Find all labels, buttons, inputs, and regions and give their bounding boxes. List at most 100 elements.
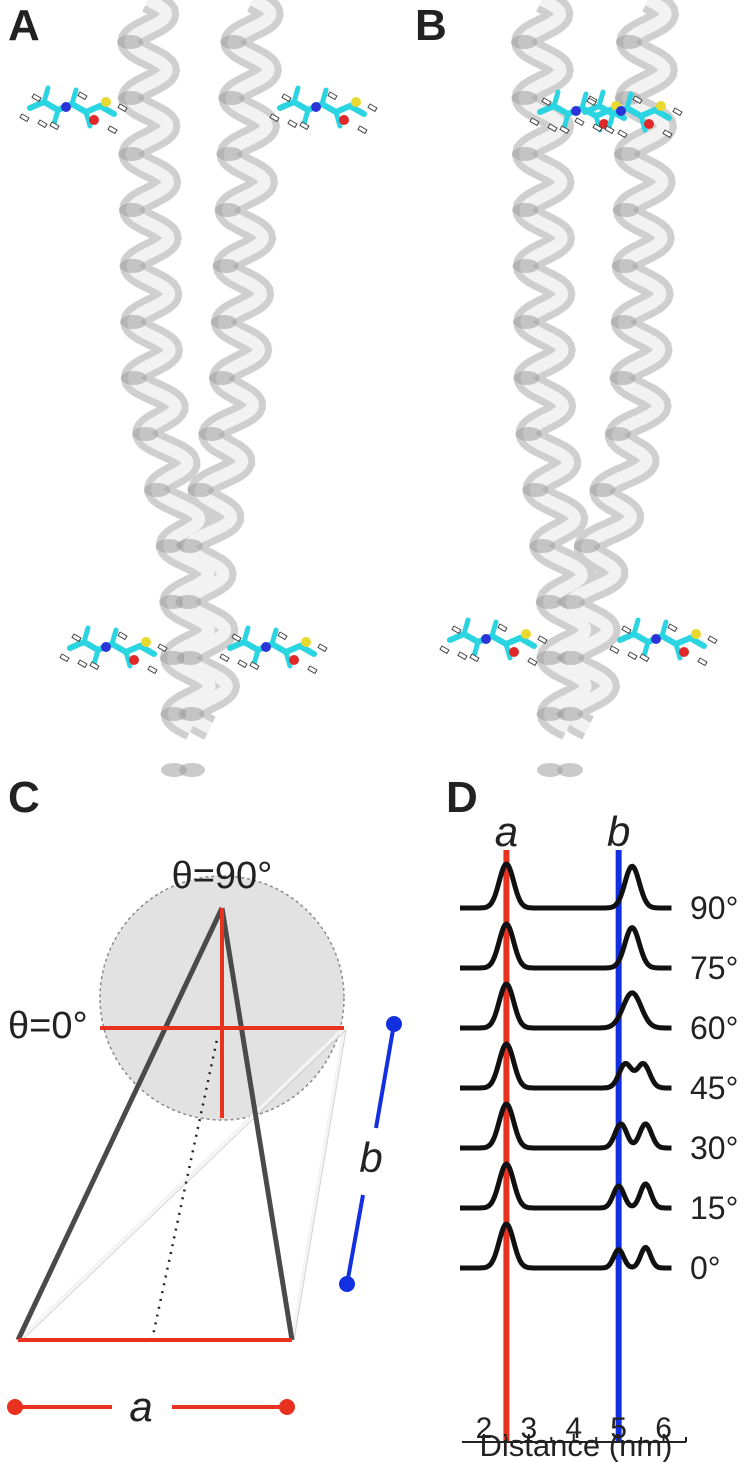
- helix-turn-shadow: [117, 35, 144, 49]
- helix-turn-shadow: [119, 259, 146, 273]
- molecule-branch: [241, 625, 293, 669]
- spin-label-molecule: [609, 617, 718, 667]
- helix-turn-shadow: [198, 427, 225, 441]
- helix-turn-shadow: [616, 35, 643, 49]
- helix-turn-shadow: [522, 483, 549, 497]
- helix-turn-shadow: [512, 203, 539, 217]
- molecule-branch: [461, 617, 513, 661]
- panel-a: A: [8, 0, 378, 777]
- helix-turn-shadow: [537, 763, 563, 777]
- helix-turn-shadow: [605, 427, 632, 441]
- helix-pair-a: [116, 0, 284, 777]
- dimension-b-end-top: [386, 1016, 402, 1032]
- hydrogen-atom: [107, 125, 118, 135]
- label-a: a: [129, 1383, 152, 1430]
- label-b: b: [359, 1134, 382, 1181]
- helix-ribbon-shading: [557, 0, 672, 777]
- hydrogen-atom: [574, 117, 585, 127]
- helix-turn-shadow: [121, 371, 147, 385]
- sulfur-atom: [351, 97, 361, 107]
- x-tick-label: 2: [476, 1412, 493, 1445]
- sulfur-atom: [301, 637, 311, 647]
- helix-turn-shadow: [558, 651, 585, 665]
- theta-0-edge-right-shadow: [293, 1029, 347, 1341]
- hydrogen-atom: [367, 103, 378, 113]
- hydrogen-atom: [77, 659, 88, 669]
- helix-turn-shadow: [220, 35, 247, 49]
- hydrogen-atom: [627, 651, 638, 661]
- molecule-branch: [291, 85, 343, 129]
- hydrogen-atom: [451, 625, 462, 635]
- dimension-b-upper: [374, 1023, 396, 1129]
- oxygen-atom: [509, 647, 519, 657]
- molecule-branch: [41, 85, 93, 129]
- helix-turn-shadow: [120, 315, 147, 329]
- hydrogen-atom: [457, 651, 468, 661]
- helix-turn-shadow: [175, 595, 202, 609]
- dimension-a: a: [7, 1383, 295, 1430]
- x-tick-label: 6: [655, 1412, 672, 1445]
- theta-0-edge-left-shadow: [19, 1029, 347, 1343]
- helix-turn-shadow: [118, 147, 145, 161]
- helix-ribbon-shading: [511, 0, 592, 777]
- hydrogen-atom: [299, 121, 310, 131]
- series-label: 15°: [690, 1190, 738, 1226]
- theta-0-edge-right: [290, 1027, 346, 1341]
- hydrogen-atom: [317, 643, 328, 653]
- series-curve-0°: [459, 1221, 673, 1271]
- spin-label-molecule: [269, 85, 378, 135]
- hydrogen-atom: [527, 657, 538, 667]
- theta-90-label: θ=90°: [172, 855, 273, 897]
- helix-turn-shadow: [529, 539, 556, 553]
- x-tick-label: 4: [565, 1412, 582, 1445]
- hydrogen-atom: [49, 121, 60, 131]
- nitrogen-atom: [571, 106, 581, 116]
- hydrogen-atom: [237, 659, 248, 669]
- spin-label-group-bottom-b: [439, 617, 718, 667]
- spin-label-molecule: [219, 625, 328, 675]
- helix-turn-shadow: [511, 91, 538, 105]
- helix-turn-shadow: [536, 707, 563, 721]
- helix-turn-shadow: [511, 35, 538, 49]
- nitrogen-atom: [651, 634, 661, 644]
- helix-turn-shadow: [613, 203, 639, 217]
- nitrogen-atom: [61, 102, 71, 112]
- hydrogen-atom: [697, 657, 708, 667]
- hydrogen-atom: [37, 119, 48, 129]
- hydrogen-atom: [147, 665, 158, 675]
- hydrogen-atom: [357, 125, 368, 135]
- series-curve-75°: [459, 921, 673, 971]
- helix-turn-shadow: [176, 539, 203, 553]
- panel-c-letter: C: [8, 773, 40, 822]
- x-tick-label: 3: [521, 1412, 538, 1445]
- helix-turn-shadow: [218, 91, 245, 105]
- panel-d-letter: D: [446, 773, 478, 822]
- hydrogen-atom: [617, 129, 628, 139]
- nitrogen-atom: [481, 634, 491, 644]
- oxygen-atom: [679, 647, 689, 657]
- helix-ribbon-shading: [175, 0, 277, 777]
- series-curve-45°: [459, 1041, 673, 1091]
- hydrogen-atom: [439, 645, 450, 655]
- spin-label-molecule: [439, 617, 548, 667]
- spin-label-group-bottom-a: [59, 625, 328, 675]
- molecule-branch: [81, 625, 133, 669]
- dimension-a-end-left: [7, 1399, 23, 1415]
- hydrogen-atom: [277, 631, 288, 641]
- helix-turn-shadow: [211, 315, 237, 329]
- series-curve-30°: [459, 1101, 673, 1151]
- hydrogen-atom: [672, 107, 683, 117]
- hydrogen-atom: [327, 91, 338, 101]
- spin-label-group-top-b: [529, 89, 683, 139]
- oxygen-atom: [289, 655, 299, 665]
- oxygen-atom: [129, 655, 139, 665]
- hydrogen-atom: [269, 113, 280, 123]
- series-label: 90°: [690, 890, 738, 926]
- sulfur-atom: [101, 97, 111, 107]
- x-axis-title: Distance (nm): [480, 1428, 673, 1462]
- hydrogen-atom: [307, 665, 318, 675]
- hydrogen-atom: [71, 633, 82, 643]
- hydrogen-atom: [219, 653, 230, 663]
